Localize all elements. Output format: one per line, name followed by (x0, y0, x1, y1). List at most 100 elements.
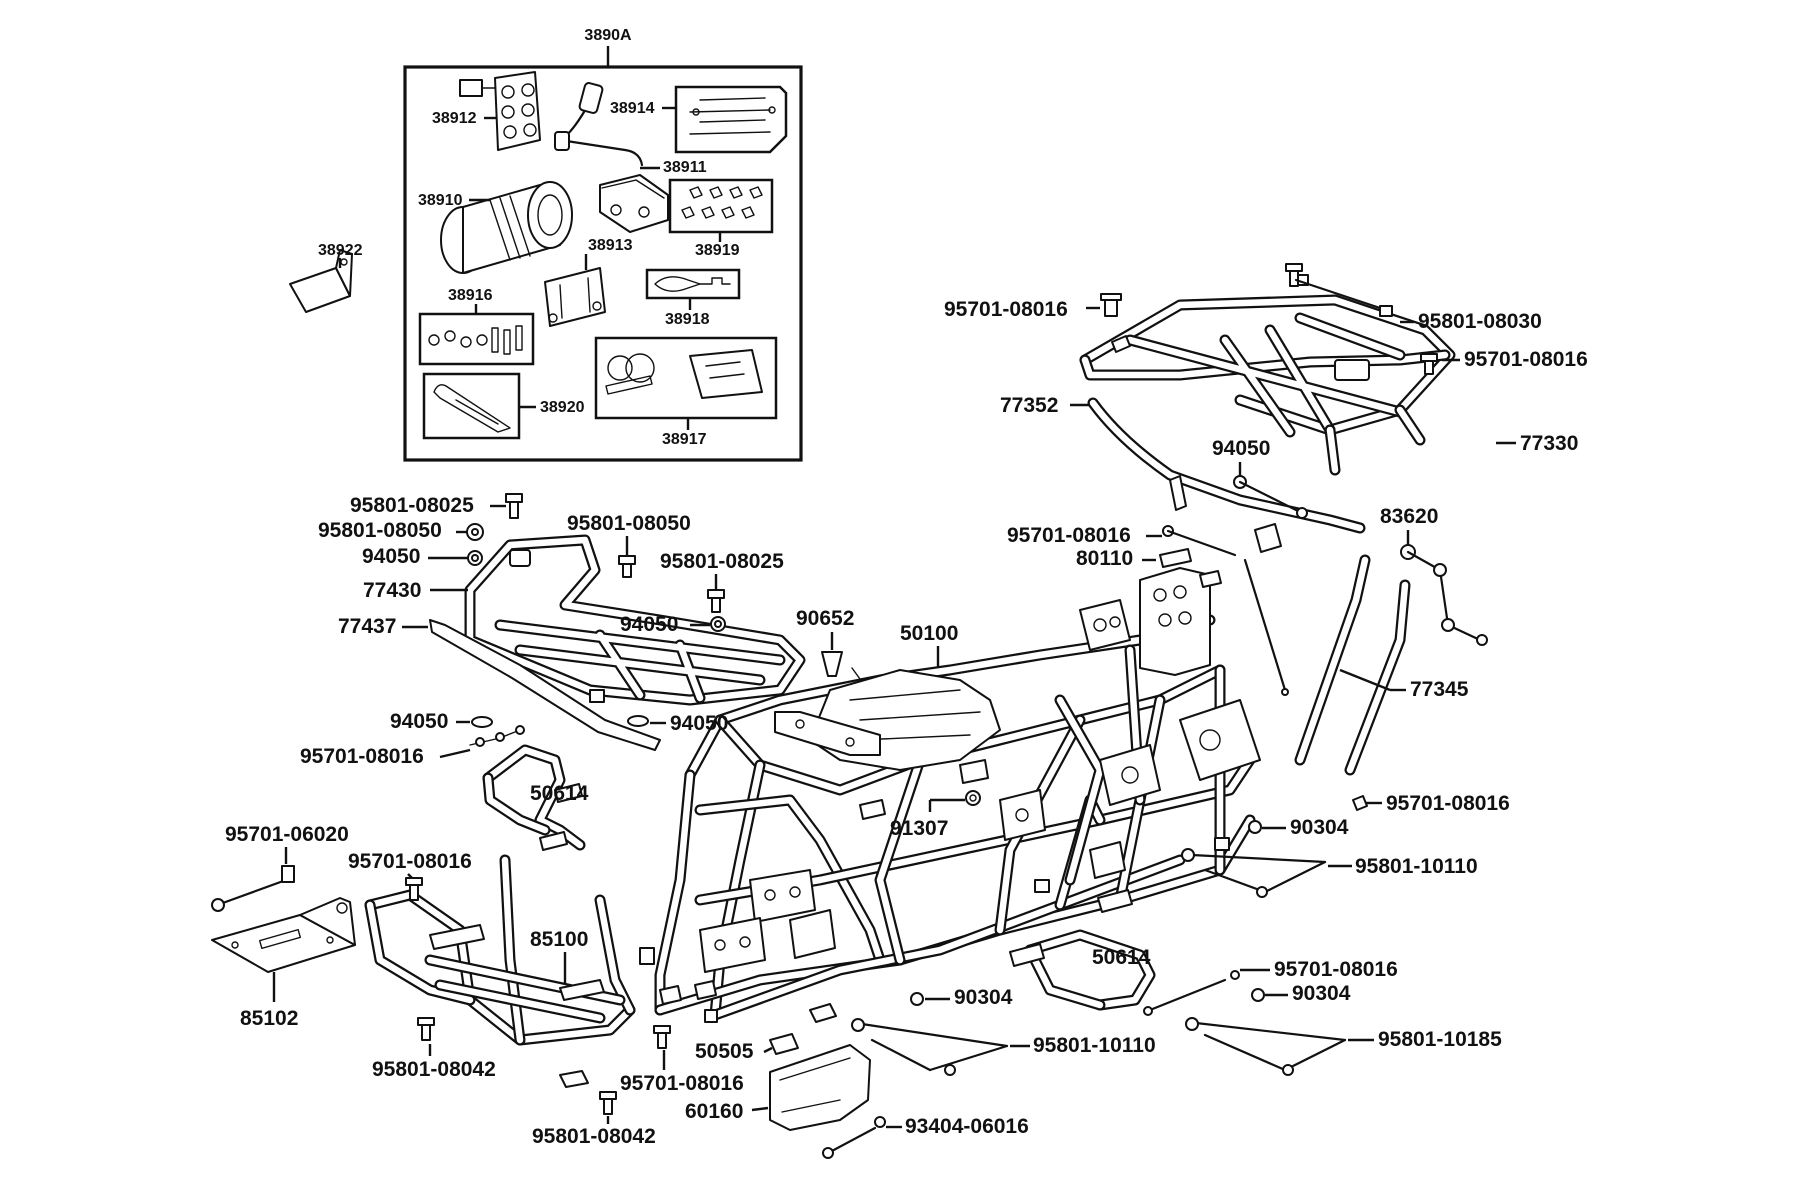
label-77437: 77437 (338, 615, 396, 638)
front-rack-bolts (466, 493, 726, 632)
leader-95701-08016-d (439, 748, 471, 759)
label-38914: 38914 (610, 100, 655, 117)
guard-50614-b-drawing (1009, 889, 1156, 1011)
label-93404-06016: 93404-06016 (905, 1115, 1029, 1138)
label-83620: 83620 (1380, 505, 1438, 528)
label-38912: 38912 (432, 110, 477, 127)
winch-kit-group: 3890A 38912 38911 (403, 27, 803, 462)
label-38920: 38920 (540, 399, 585, 416)
label-38918: 38918 (665, 311, 710, 328)
label-95701-06020: 95701-06020 (225, 823, 349, 846)
label-94050-b: 94050 (362, 545, 420, 568)
label-95701-08016-e: 95701-08016 (1386, 792, 1510, 815)
nuts-front-drawing (471, 715, 649, 728)
hardware-38916-box (418, 312, 535, 366)
winch-relay-38912-drawing (459, 71, 541, 151)
label-95701-08016-g: 95701-08016 (1274, 958, 1398, 981)
strap-38920-box (422, 372, 521, 440)
label-80110: 80110 (1076, 547, 1133, 570)
label-95801-08025-a: 95801-08025 (350, 494, 474, 517)
label-95801-08042-b: 95801-08042 (532, 1125, 656, 1148)
bolts-90304-c-drawing (1143, 970, 1347, 1076)
label-91307: 91307 (890, 817, 948, 840)
label-77430: 77430 (363, 579, 421, 602)
bumper-bolts (405, 877, 671, 1115)
leader-50505 (763, 1046, 773, 1054)
label-50614-b: 50614 (1092, 946, 1151, 969)
label-77345: 77345 (1410, 678, 1469, 701)
label-60160: 60160 (685, 1100, 743, 1123)
bracket-80110-drawing (1159, 548, 1222, 588)
hook-38918-frame (645, 268, 741, 300)
clip-95701-08016-d-drawing (469, 725, 525, 747)
label-95801-08025-b: 95801-08025 (660, 550, 784, 573)
label-94050-a: 94050 (1212, 437, 1270, 460)
guard-50614-a-drawing (482, 744, 586, 851)
label-95701-08016-b: 95701-08016 (1464, 348, 1588, 371)
label-94050-e: 94050 (670, 712, 728, 735)
label-95801-08042-a: 95801-08042 (372, 1058, 496, 1081)
part-50505-drawing (769, 1003, 837, 1055)
label-85100: 85100 (530, 928, 588, 951)
linkage-83620-drawing (1400, 544, 1488, 646)
cover-60160-drawing (769, 1044, 871, 1131)
label-38916: 38916 (448, 287, 493, 304)
winch-kit-frame (403, 65, 803, 462)
terminals-38919-box (668, 178, 774, 234)
leader-60160 (751, 1106, 769, 1112)
label-90652: 90652 (796, 607, 854, 630)
front-rack-stay-77437-drawing (429, 619, 661, 751)
label-95801-08050-a: 95801-08050 (318, 519, 442, 542)
winch-control-box-drawing (599, 174, 669, 233)
label-50614-a: 50614 (530, 782, 589, 805)
label-90304-a: 90304 (1290, 816, 1349, 839)
screw-93404-06016-drawing (822, 1116, 886, 1159)
bolt-95701-08016-c-drawing (1162, 525, 1289, 696)
winch-remote-38911-drawing (554, 82, 644, 167)
winch-motor-38910-drawing (440, 181, 573, 274)
bumper-85100-drawing (364, 854, 636, 1088)
rear-nut-94050-drawing (1233, 475, 1308, 519)
label-95701-08016-f: 95701-08016 (348, 850, 472, 873)
leader-95701-08016-f (407, 873, 413, 879)
label-95701-08016-c: 95701-08016 (1007, 524, 1131, 547)
main-frame-50100-drawing (639, 567, 1261, 1023)
label-3890A: 3890A (584, 27, 632, 44)
label-38911: 38911 (663, 159, 707, 176)
hook-38918-box (645, 268, 741, 300)
label-94050-d: 94050 (390, 710, 448, 733)
bracket-38922-drawing (289, 249, 353, 313)
bracket-85102-drawing (211, 865, 356, 973)
strap-38920-frame (422, 372, 521, 440)
bolts-90304-b-drawing (851, 992, 1009, 1076)
label-95801-08050-b: 95801-08050 (567, 512, 691, 535)
shackle-38917-box (594, 336, 778, 420)
label-90304-b: 90304 (954, 986, 1013, 1009)
label-50505: 50505 (695, 1040, 754, 1063)
label-95801-08030: 95801-08030 (1418, 310, 1542, 333)
bolt-95701-08016-e-drawing (1352, 795, 1368, 811)
label-95701-08016-d: 95701-08016 (300, 745, 424, 768)
label-77352: 77352 (1000, 394, 1058, 417)
winch-cables-38914-box (674, 85, 788, 154)
bolts-90304-a-drawing (1181, 820, 1327, 898)
label-85102: 85102 (240, 1007, 298, 1030)
label-95701-08016-h: 95701-08016 (620, 1072, 744, 1095)
label-95801-10185: 95801-10185 (1378, 1028, 1502, 1051)
label-38913: 38913 (588, 237, 633, 254)
label-95801-10110-b: 95801-10110 (1033, 1034, 1156, 1057)
fairlead-38913-drawing (544, 267, 606, 327)
stays-77345-drawing (1294, 554, 1411, 776)
label-95801-10110-a: 95801-10110 (1355, 855, 1478, 878)
rear-rack-bolts (1100, 263, 1438, 375)
rear-rack-77330-drawing (1079, 294, 1456, 476)
label-94050-c: 94050 (620, 613, 678, 636)
rear-crossbar-77352-drawing (1087, 397, 1366, 553)
grommet-91307-drawing (965, 790, 981, 806)
label-38922: 38922 (318, 242, 363, 259)
label-77330: 77330 (1520, 432, 1578, 455)
label-50100: 50100 (900, 622, 958, 645)
label-90304-c: 90304 (1292, 982, 1351, 1005)
shackle-38917-frame (594, 336, 778, 420)
